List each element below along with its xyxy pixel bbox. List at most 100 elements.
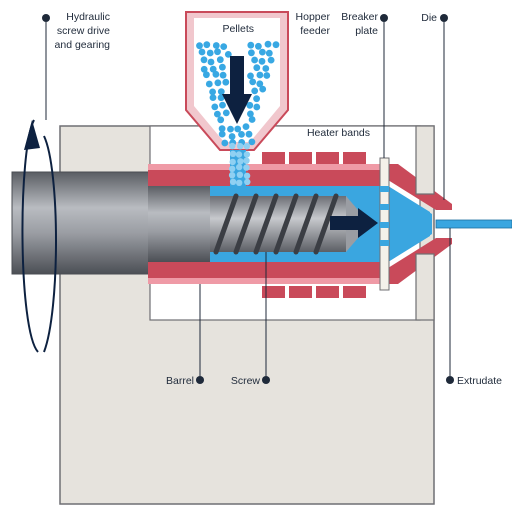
pellet [247, 41, 255, 49]
pellets-cluster [196, 40, 280, 186]
pellet [245, 130, 253, 138]
pellet [243, 157, 250, 164]
pellet [238, 131, 245, 138]
pellet [243, 164, 250, 171]
pellet [228, 172, 236, 179]
pellet [258, 57, 266, 65]
pellet [229, 165, 236, 172]
label-dot-icon [446, 376, 454, 384]
pellet [228, 133, 236, 140]
pellet [263, 72, 271, 79]
label-dot-icon [262, 376, 270, 384]
pellet [242, 123, 250, 130]
pellet [244, 178, 251, 186]
rotation-arrow-icon [21, 119, 57, 353]
pellet [217, 94, 225, 102]
pellet [237, 158, 244, 165]
pellet [203, 71, 210, 79]
pellet [253, 103, 261, 111]
pellet [219, 71, 227, 79]
label-screw: Screw [231, 252, 270, 387]
pellet [234, 125, 242, 133]
extrudate-strand [435, 219, 512, 229]
extrudate-label: Extrudate [457, 375, 502, 387]
pellet [243, 151, 251, 158]
hydraulic-line-1: Hydraulic [66, 11, 110, 23]
pellet [212, 70, 220, 78]
pellet [255, 42, 262, 50]
hopper-line-1: Hopper [296, 11, 331, 23]
hydraulic-line-3: and gearing [55, 39, 111, 51]
pellet [265, 49, 273, 57]
pellet [218, 130, 226, 138]
pellet [218, 125, 226, 132]
pellet [249, 78, 257, 86]
pellet [251, 56, 258, 64]
pellet [211, 103, 219, 111]
pellet [209, 94, 217, 101]
pellet [227, 125, 234, 133]
die-label: Die [421, 12, 437, 24]
down-arrow-icon [222, 56, 252, 124]
screw-label: Screw [231, 375, 261, 387]
pellet [229, 158, 236, 166]
pellet [262, 65, 270, 72]
pellet [205, 80, 213, 88]
pellet [214, 110, 221, 118]
pellet [236, 163, 243, 171]
pellet [259, 48, 266, 56]
pellet [272, 41, 280, 49]
pellet [219, 101, 226, 109]
heater-bands-top [262, 152, 366, 164]
breaker-line-1: Breaker [341, 11, 378, 23]
pellet [207, 58, 215, 66]
label-dot-icon [440, 14, 448, 22]
label-hydraulic: Hydraulic screw drive and gearing [42, 11, 110, 120]
pellet [222, 109, 230, 117]
pellets-label: Pellets [222, 23, 254, 35]
pellet [248, 138, 256, 146]
pellet [229, 142, 236, 150]
pellet [256, 80, 264, 88]
breaker-plate [379, 157, 390, 291]
label-dot-icon [196, 376, 204, 384]
flow-arrow-icon [330, 208, 378, 238]
pellet [198, 48, 206, 56]
pellet [246, 101, 254, 109]
pellet [264, 40, 272, 48]
label-dot-icon [42, 14, 50, 22]
pellet [206, 49, 214, 57]
label-hopper: Hopper feeder [296, 11, 331, 37]
pellet [243, 172, 251, 179]
pellet [243, 143, 250, 150]
pellet [237, 143, 244, 150]
pellet [214, 48, 221, 56]
pellet [212, 42, 220, 49]
die [388, 125, 452, 321]
pellet [267, 56, 275, 64]
barrel-label: Barrel [166, 375, 194, 387]
pellet [209, 65, 217, 73]
barrel-walls [148, 164, 388, 284]
label-extrudate: Extrudate [446, 228, 502, 387]
pellet [247, 72, 254, 80]
pellet [253, 64, 261, 72]
pellet [259, 85, 267, 93]
label-die: Die [421, 12, 448, 200]
pellet [229, 178, 237, 185]
pellet [235, 151, 243, 158]
hopper-line-2: feeder [300, 25, 330, 37]
pellet [203, 41, 211, 49]
pellet [219, 63, 226, 71]
pellet [248, 49, 255, 57]
heater-bands-label: Heater bands [307, 127, 370, 139]
pellet [217, 116, 225, 124]
pellet [248, 116, 256, 123]
pellet [236, 171, 244, 178]
pellet [247, 110, 254, 118]
label-barrel: Barrel [166, 284, 204, 387]
label-dot-icon [380, 14, 388, 22]
pellet [251, 87, 259, 95]
pellet [209, 88, 217, 96]
